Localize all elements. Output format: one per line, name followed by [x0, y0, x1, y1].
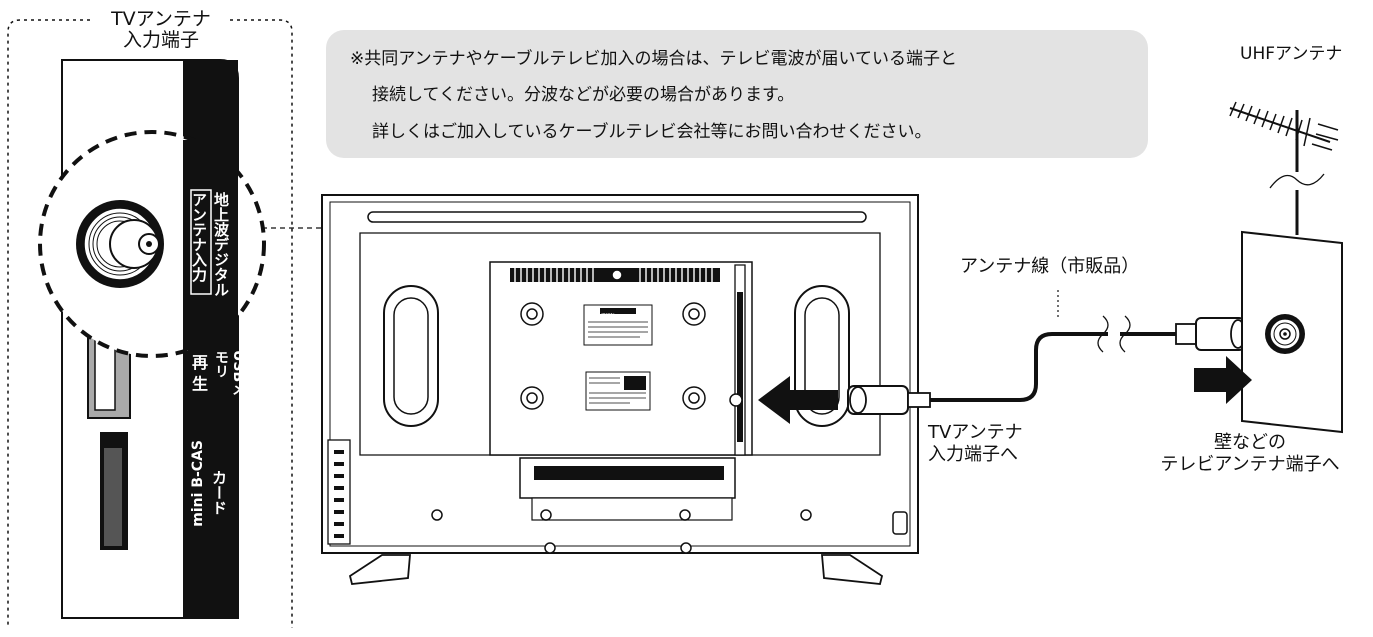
- callout-title: TVアンテナ 入力端子: [100, 9, 222, 51]
- usb-label-line2: USBメモリ: [213, 350, 246, 397]
- tv-input-label: TVアンテナ 入力端子へ: [928, 422, 1023, 466]
- antenna-cable-label: アンテナ線（市販品）: [960, 256, 1140, 277]
- jack-label-line1: アンテナ入力: [190, 192, 208, 282]
- wall-outlet-label: 壁などの テレビアンテナ端子へ: [1150, 432, 1350, 476]
- tv-input-label-line1: TVアンテナ: [928, 422, 1023, 443]
- usb-label-line1: 再 生: [189, 354, 208, 392]
- callout-frame: [7, 19, 293, 628]
- callout-title-line1: TVアンテナ: [111, 8, 211, 30]
- card-label-line2: カード: [210, 470, 228, 515]
- tv-rear-illustration: CAUTION: [321, 194, 919, 585]
- note-line3: 詳しくはご加入しているケーブルテレビ会社等にお問い合わせください。: [372, 122, 932, 142]
- antenna-cable: [847, 290, 1246, 415]
- uhf-antenna: [1229, 101, 1339, 235]
- tv-input-label-line2: 入力端子へ: [928, 444, 1018, 465]
- callout-antenna-jack: [76, 200, 164, 288]
- caution-label: CAUTION: [592, 313, 615, 319]
- jack-label-line2: 地上波デジタル: [212, 192, 230, 297]
- wall-outlet-label-line1: 壁などの: [1214, 432, 1286, 453]
- note-line1: ※共同アンテナやケーブルテレビ加入の場合は、テレビ電波が届いている端子と: [350, 49, 958, 69]
- wall-outlet-label-line2: テレビアンテナ端子へ: [1160, 454, 1340, 475]
- insert-arrow: [758, 376, 838, 424]
- note-line2: 接続してください。分波などが必要の場合があります。: [372, 85, 795, 105]
- uhf-antenna-label: UHFアンテナ: [1240, 44, 1343, 64]
- callout-title-line2: 入力端子: [122, 29, 199, 51]
- note-box: ※共同アンテナやケーブルテレビ加入の場合は、テレビ電波が届いている端子と 接続し…: [326, 30, 1148, 158]
- wall-outlet: [1194, 230, 1343, 434]
- callout-panel: [38, 59, 266, 619]
- card-label-line1: mini B-CAS: [190, 440, 206, 527]
